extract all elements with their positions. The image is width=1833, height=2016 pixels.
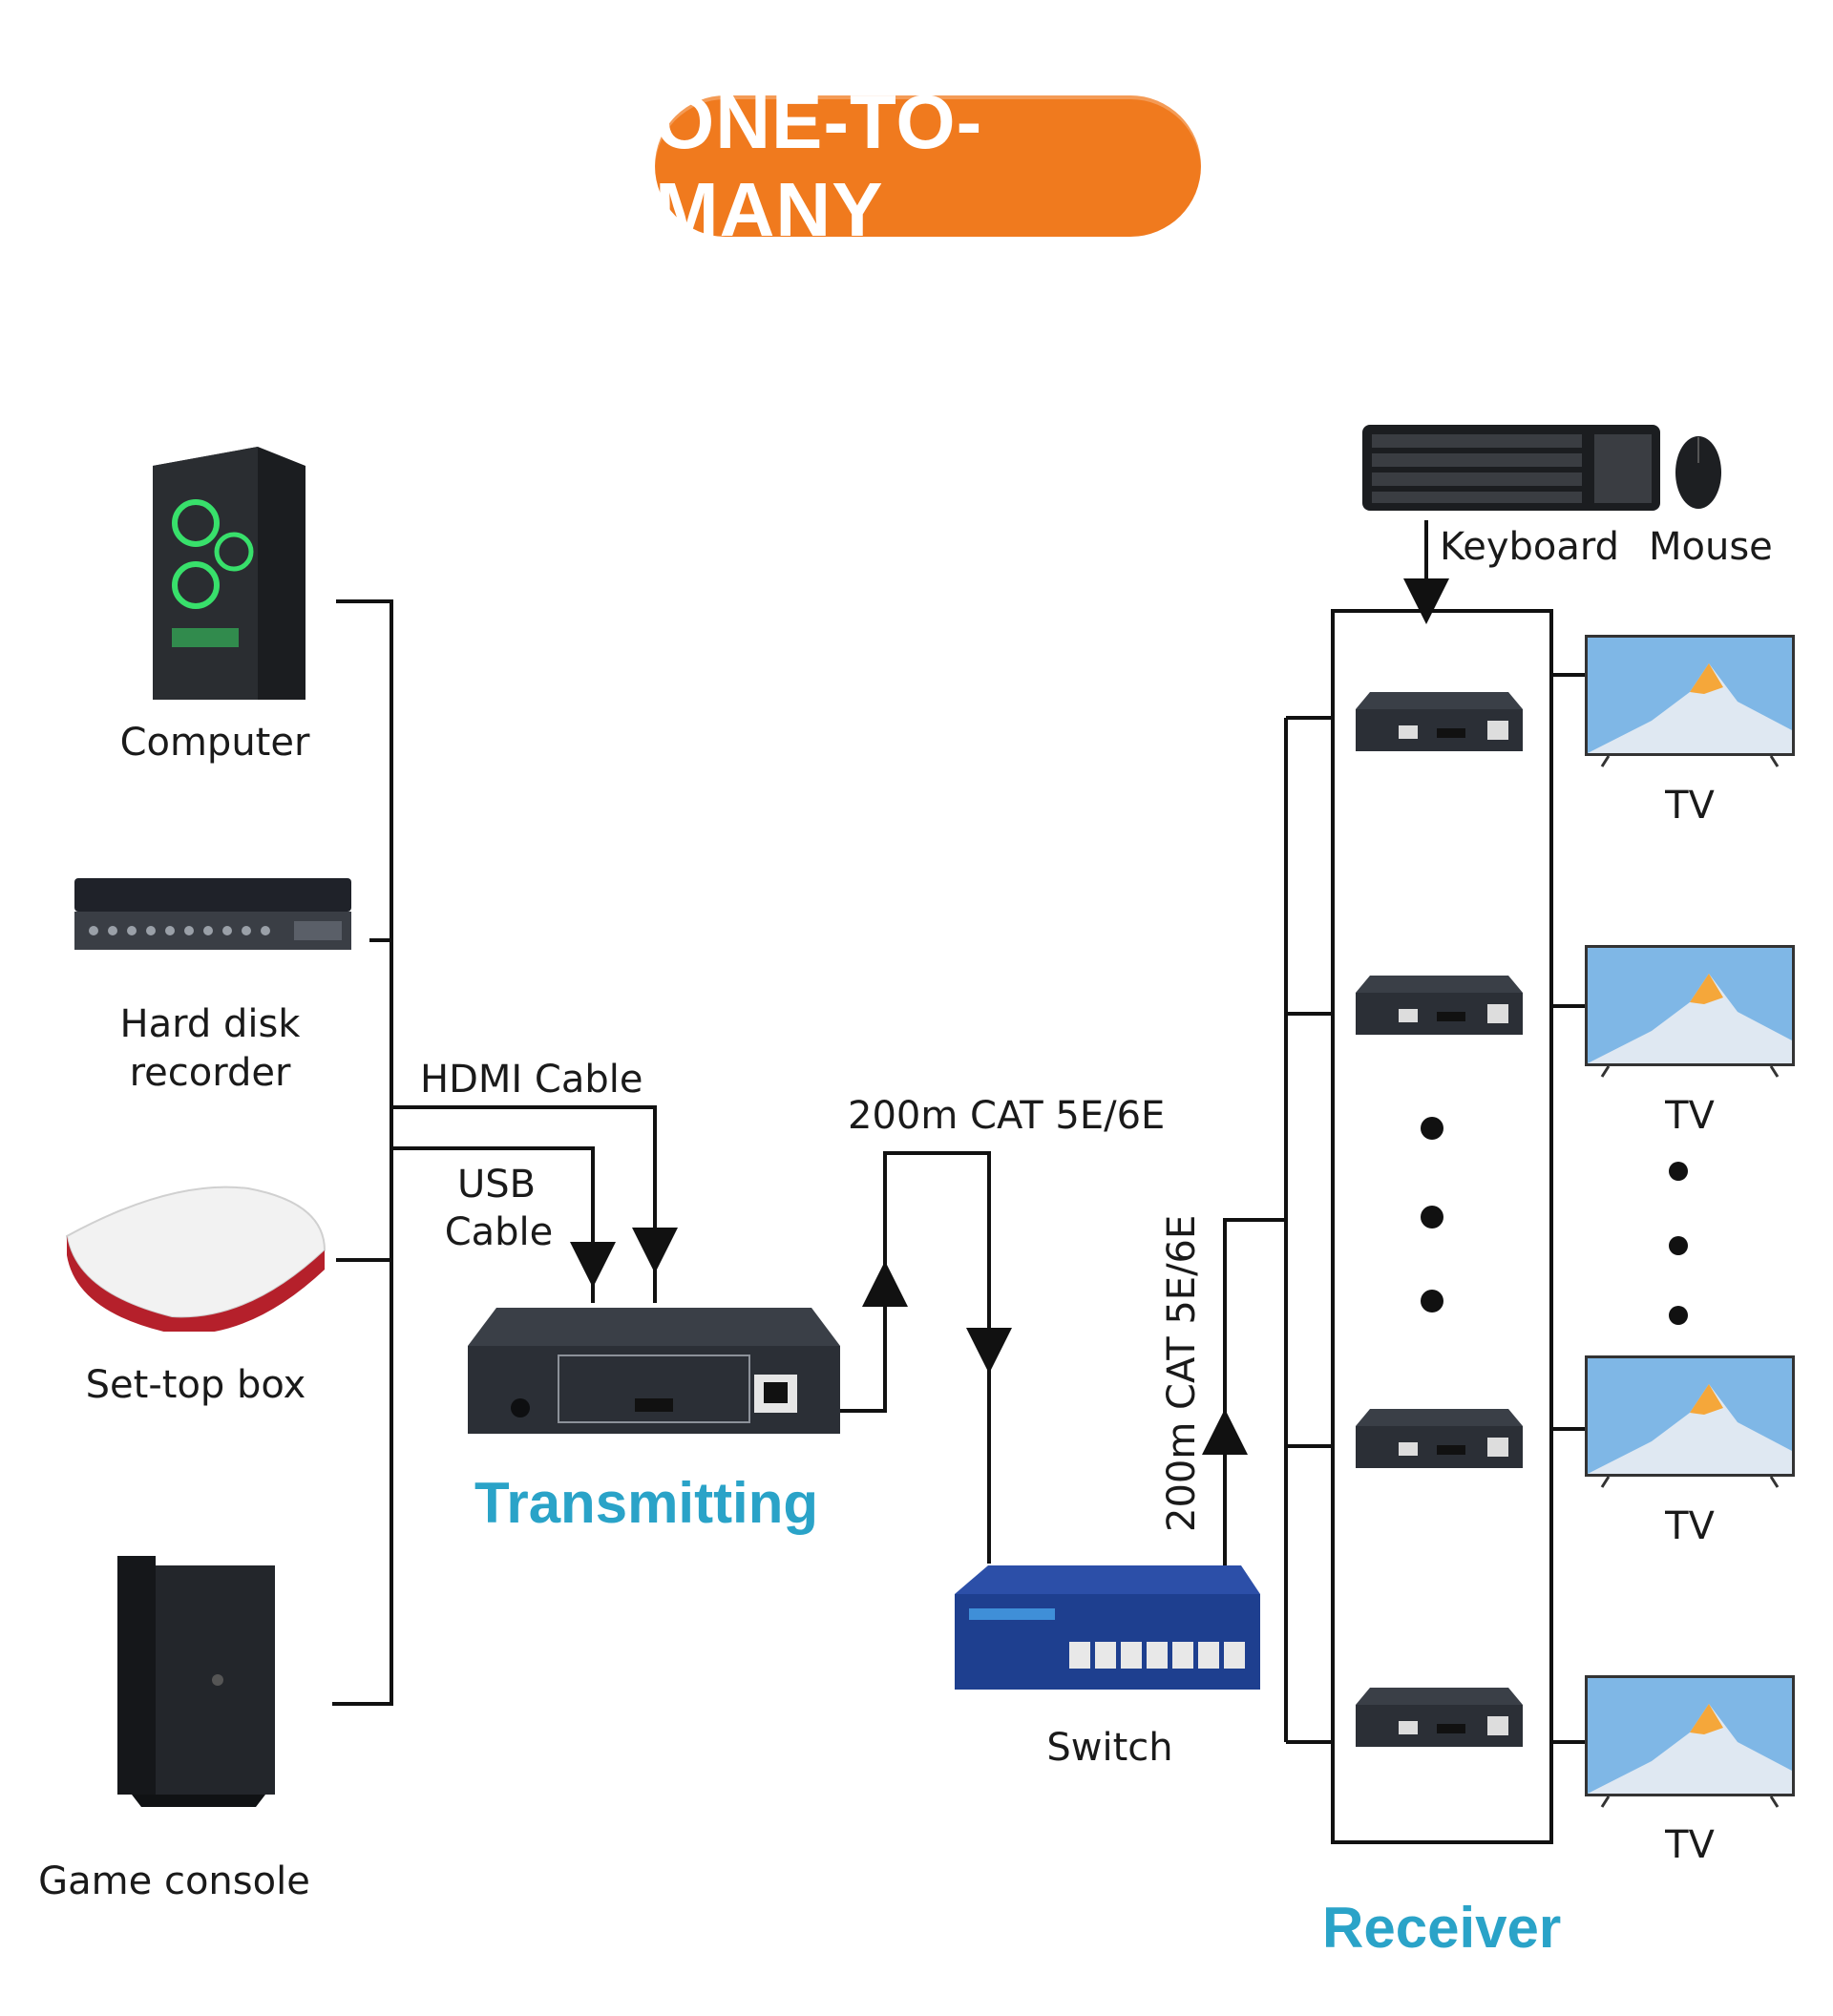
set-top-box-icon (65, 1186, 327, 1332)
transmitting-label: Transmitting (474, 1471, 819, 1535)
tv-icon (1585, 635, 1795, 767)
keyboard-label: Keyboard (1440, 525, 1620, 569)
tv-label: TV (1665, 1504, 1715, 1548)
set-top-box-label: Set-top box (85, 1363, 306, 1407)
tv-label: TV (1665, 784, 1715, 828)
computer-tower-icon (153, 447, 306, 700)
mouse-icon (1675, 436, 1721, 509)
transmitter-device-icon (468, 1308, 840, 1434)
title-badge: ONE-TO-MANY (655, 79, 1201, 252)
receiver-label: Receiver (1322, 1896, 1562, 1960)
tv-icon (1585, 1355, 1795, 1488)
game-console-label: Game console (38, 1859, 310, 1903)
tv-icon (1585, 945, 1795, 1078)
tv-label: TV (1665, 1094, 1715, 1138)
diagram-title: ONE-TO-MANY (655, 79, 983, 252)
switch-label: Switch (1046, 1726, 1173, 1770)
usb-cable-label-line2: Cable (444, 1210, 554, 1254)
hard-disk-recorder-icon (74, 878, 351, 950)
cat-cable-label-vertical: 200m CAT 5E/6E (1160, 1214, 1204, 1532)
hdr-label-line2: recorder (129, 1051, 291, 1095)
mouse-label: Mouse (1649, 525, 1773, 569)
cat-cable-label-top: 200m CAT 5E/6E (848, 1094, 1166, 1138)
receiver-device-icon (1356, 976, 1523, 1035)
hdr-label-line1: Hard disk (119, 1002, 301, 1046)
game-console-icon (117, 1556, 275, 1807)
receiver-device-icon (1356, 692, 1523, 751)
hdmi-cable-label: HDMI Cable (420, 1058, 643, 1102)
keyboard-icon (1362, 425, 1660, 511)
tv-label: TV (1665, 1823, 1715, 1867)
receiver-device-icon (1356, 1688, 1523, 1747)
usb-cable-label-line1: USB (456, 1163, 537, 1207)
network-switch-icon (955, 1565, 1260, 1690)
computer-label: Computer (119, 721, 310, 765)
tv-icon (1585, 1675, 1795, 1808)
receiver-device-icon (1356, 1409, 1523, 1468)
